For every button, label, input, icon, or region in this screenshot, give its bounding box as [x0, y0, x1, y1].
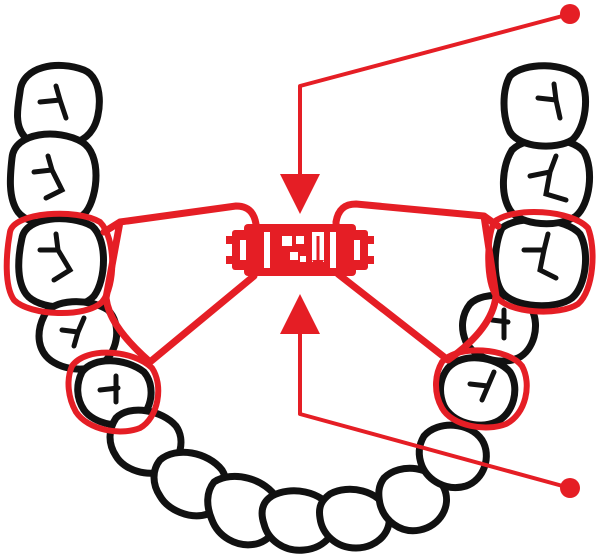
band-left-premolar	[65, 349, 162, 435]
upper-arch-teeth	[6, 61, 593, 554]
callout-top-line	[280, 12, 571, 214]
tooth-icon	[15, 215, 107, 311]
band-left-first-molar	[3, 210, 116, 317]
tooth-icon	[14, 61, 103, 151]
callout-lines	[280, 12, 571, 490]
tooth-icon	[316, 485, 393, 552]
callout-dot-icon	[560, 478, 580, 498]
expansion-screw-icon	[226, 224, 374, 276]
tooth-icon	[500, 62, 589, 150]
tooth-icon	[6, 130, 100, 228]
expander-arms	[100, 200, 502, 366]
right-arm	[332, 200, 502, 364]
band-right-premolar	[433, 347, 530, 431]
callout-bottom-line	[280, 294, 571, 490]
left-arm	[100, 202, 260, 366]
callout-dot-icon	[560, 4, 580, 24]
tooth-grooves	[31, 81, 569, 405]
